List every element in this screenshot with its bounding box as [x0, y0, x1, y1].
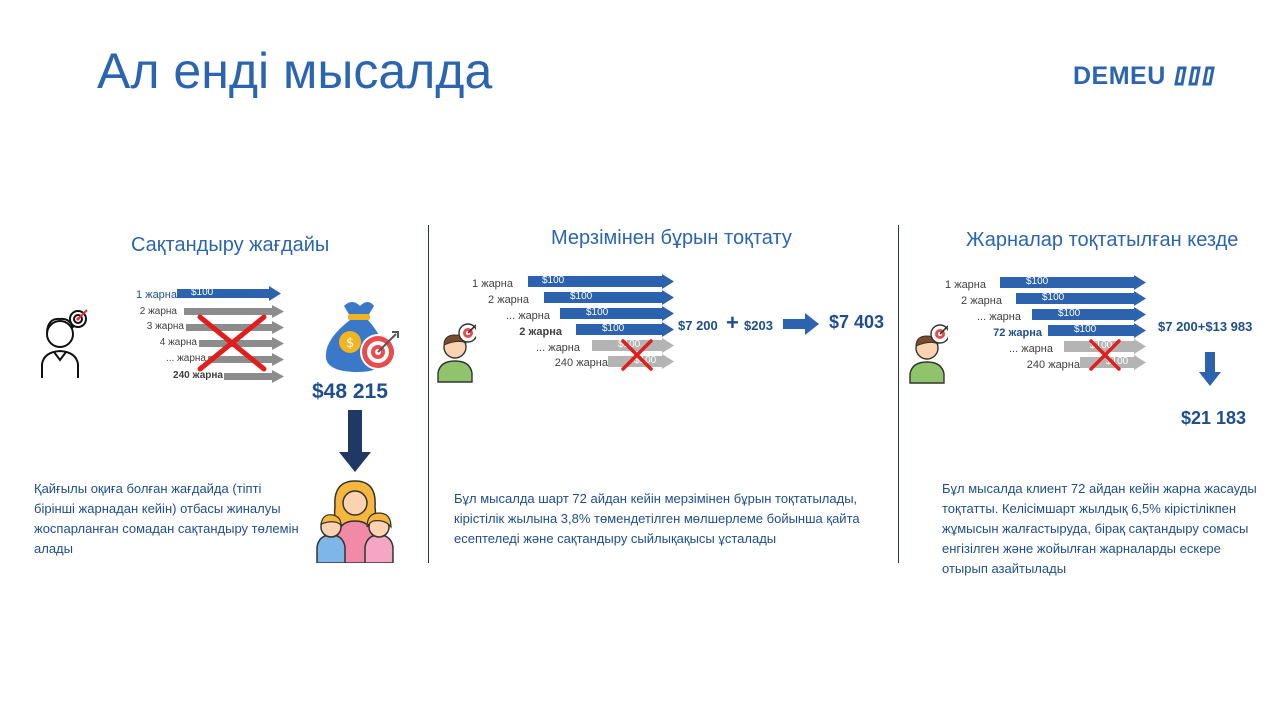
s2-arrow-3-value: $100	[586, 307, 609, 318]
s1-arrow-6	[224, 369, 284, 384]
s2-sum-right: $203	[744, 318, 773, 333]
s3-arrow-3-value: $100	[1058, 308, 1081, 319]
s1-down-arrow-icon	[339, 410, 371, 472]
s2-arrow-4-value: $100	[602, 323, 625, 334]
s2-label-2: 2 жарна	[488, 294, 529, 306]
divider-right	[898, 225, 899, 563]
s1-arrow-3	[186, 320, 284, 335]
s1-label-6: 240 жарна	[173, 370, 223, 381]
s2-arrow-6-value: $100	[634, 355, 657, 366]
s2-label-5: ... жарна	[535, 342, 580, 354]
s2-label-4: 2 жарна	[519, 326, 562, 338]
s3-arrow-1: $100	[1000, 275, 1146, 290]
s1-arrow-4	[199, 336, 284, 351]
person-target-icon	[41, 309, 88, 378]
s2-label-1: 1 жарна	[472, 278, 513, 290]
s3-label-4: 72 жарна	[993, 327, 1042, 339]
s2-sum-left: $7 200	[678, 318, 718, 333]
s3-arrow-5-value: $100	[1090, 340, 1113, 351]
s2-arrow-2: $100	[544, 290, 674, 305]
s2-arrow-5: $100	[592, 338, 674, 353]
logo-text: DEMEU	[1073, 61, 1166, 90]
s3-label-1: 1 жарна	[945, 279, 986, 291]
s3-sum: $7 200+$13 983	[1158, 319, 1253, 334]
s3-arrow-6: $100	[1080, 355, 1146, 370]
s2-label-6: 240 жарна	[554, 357, 608, 369]
s1-amount: $48 215	[312, 380, 388, 403]
s3-label-5: ... жарна	[1008, 343, 1053, 355]
s1-description: Қайғылы оқиға болған жағдайда (тіпті бір…	[34, 481, 299, 556]
s3-arrow-5: $100	[1064, 339, 1146, 354]
s2-arrow-5-value: $100	[618, 339, 641, 350]
section1-title: Сақтандыру жағдайы	[131, 234, 330, 256]
section2-title: Мерзімінен бұрын тоқтату	[551, 227, 792, 249]
s3-arrow-4-value: $100	[1074, 324, 1097, 335]
s2-arrow-6: $100	[608, 354, 674, 369]
money-bag-icon: $	[325, 302, 399, 372]
s2-right-arrow-icon	[783, 313, 819, 335]
family-icon	[316, 480, 394, 563]
person-target-green-icon	[437, 323, 476, 383]
s3-label-2: 2 жарна	[961, 295, 1002, 307]
s3-arrow-3: $100	[1032, 307, 1146, 322]
s3-down-arrow-icon	[1199, 352, 1221, 386]
s1-label-3: 3 жарна	[146, 321, 184, 332]
s1-arrow-2	[184, 304, 284, 319]
s2-arrow-4: $100	[576, 322, 674, 337]
logo-mark-icon	[1173, 66, 1215, 86]
s2-arrow-2-value: $100	[570, 291, 593, 302]
s3-arrow-1-value: $100	[1026, 276, 1049, 287]
divider-left	[428, 225, 429, 563]
s2-arrow-3: $100	[560, 306, 674, 321]
section3-title: Жарналар тоқтатылған кезде	[966, 229, 1239, 251]
s2-arrow-1: $100	[528, 274, 674, 289]
s3-arrow-6-value: $100	[1106, 356, 1129, 367]
s3-arrow-2-value: $100	[1042, 292, 1065, 303]
svg-text:$: $	[346, 336, 354, 351]
s3-description: Бұл мысалда клиент 72 айдан кейін жарна …	[942, 481, 1257, 576]
s1-arrow-value: $100	[191, 287, 214, 298]
demeu-logo: DEMEU	[1073, 60, 1216, 92]
s1-label-2: 2 жарна	[139, 306, 177, 317]
s2-label-3: ... жарна	[505, 310, 550, 322]
s3-label-6: 240 жарна	[1026, 359, 1080, 371]
s2-arrow-1-value: $100	[542, 275, 565, 286]
s3-label-3: ... жарна	[976, 311, 1021, 323]
s2-plus: +	[726, 310, 739, 335]
s3-arrow-2: $100	[1016, 291, 1146, 306]
s1-arrow-1: $100	[177, 286, 281, 301]
s3-arrow-4: $100	[1048, 323, 1146, 338]
s1-label-5: ... жарна	[165, 353, 206, 364]
person-target-green-icon-2	[909, 324, 948, 384]
s2-description: Бұл мысалда шарт 72 айдан кейін мерзімін…	[454, 491, 860, 546]
s2-result: $7 403	[829, 312, 885, 332]
s1-arrow-5	[208, 352, 284, 367]
page-title: Ал енді мысалда	[97, 43, 493, 99]
s1-label-4: 4 жарна	[159, 337, 197, 348]
s3-result: $21 183	[1181, 408, 1247, 428]
s1-label-1: 1 жарна	[136, 289, 177, 301]
